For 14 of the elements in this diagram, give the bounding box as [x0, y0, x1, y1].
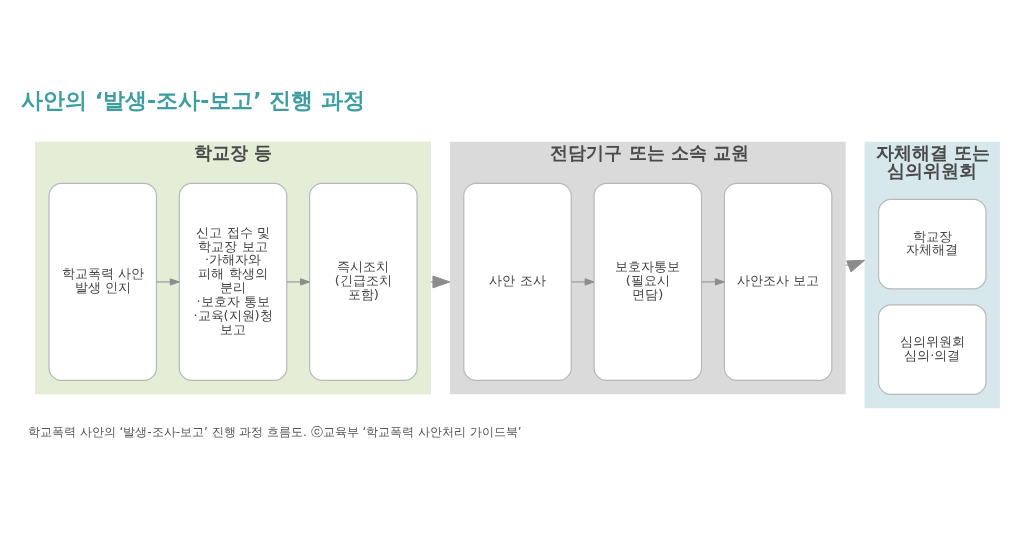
arrow [286, 277, 311, 286]
node-box: 즉시조치 (긴급조치 포함) [309, 182, 418, 381]
caption: 학교폭력 사안의 ‘발생-조사-보고’ 진행 과정 흐름도. ⓒ교육부 ‘학교폭력 사안처리 가이드북’ [27, 424, 522, 439]
node-box: 학교폭력 사안 발생 인지 [48, 182, 158, 381]
arrow [570, 277, 595, 286]
node-box: 심의위원회 심의·의결 [877, 303, 987, 395]
arrow [701, 277, 725, 286]
arrow [156, 277, 180, 286]
node-box: 학교장 자체해결 [877, 198, 987, 289]
node-box: 보호자통보 (필요시 면담) [593, 182, 703, 381]
node-box: 신고 접수 및 학교장 보고 ·가해자와 피해 학생의 분리 ·보호자 통보 ·교육(지원)청 보고 [178, 182, 288, 381]
node-box: 사안조사 보고 [723, 182, 833, 381]
node-box: 사안 조사 [463, 182, 572, 381]
diagram-title: 사안의 ‘발생-조사-보고’ 진행 과정 [21, 87, 365, 113]
